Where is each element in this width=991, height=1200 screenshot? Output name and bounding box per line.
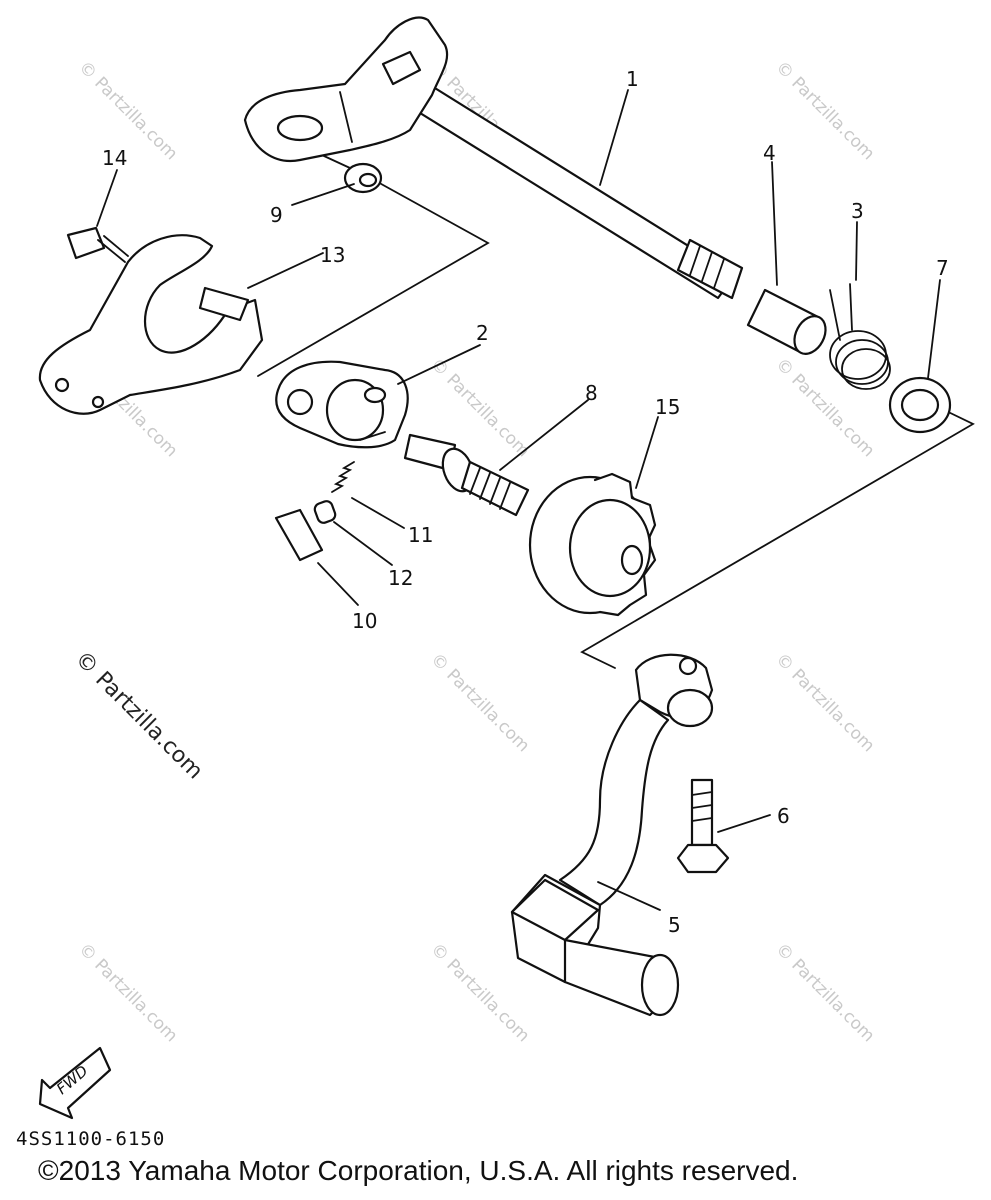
callout-4: 4 (763, 141, 776, 165)
fwd-arrow: FWD (38, 1046, 112, 1120)
part-stud-bolt-8 (403, 433, 530, 517)
part-washer-9 (343, 162, 383, 194)
part-oil-seal-7 (888, 376, 952, 434)
watermarks: © Partzilla.com © Partzilla.com © Partzi… (70, 57, 879, 1046)
watermark: © Partzilla.com (771, 939, 878, 1046)
callout-2: 2 (476, 321, 489, 345)
callout-13: 13 (320, 243, 345, 267)
diagram-code: 4SS1100-6150 (16, 1128, 166, 1150)
callouts: 1 2 3 4 5 6 7 8 9 10 11 12 13 14 15 (102, 67, 949, 937)
callout-5: 5 (668, 913, 681, 937)
callout-3: 3 (851, 199, 864, 223)
watermark: © Partzilla.com (771, 354, 878, 461)
callout-7: 7 (936, 256, 949, 280)
part-torsion-spring-3 (829, 283, 891, 390)
callout-6: 6 (777, 804, 790, 828)
callout-10: 10 (352, 609, 377, 633)
part-plate-10 (274, 508, 324, 562)
copyright-notice: ©2013 Yamaha Motor Corporation, U.S.A. A… (38, 1155, 799, 1186)
watermark: © Partzilla.com (74, 939, 181, 1046)
leader-lines (96, 89, 941, 911)
watermark-prominent: © Partzilla.com (70, 647, 208, 785)
part-shift-shaft (243, 16, 744, 300)
part-shift-cam-15 (528, 472, 657, 617)
part-collar-4 (746, 288, 827, 355)
part-bolt-14 (66, 226, 129, 263)
callout-15: 15 (655, 395, 680, 419)
part-shift-pedal-5 (510, 653, 714, 1017)
part-segment-2 (275, 360, 409, 449)
watermark: © Partzilla.com (771, 649, 878, 756)
callout-12: 12 (388, 566, 413, 590)
callout-8: 8 (585, 381, 598, 405)
part-spring-11 (331, 461, 355, 493)
callout-9: 9 (270, 203, 283, 227)
callout-14: 14 (102, 146, 127, 170)
watermark: © Partzilla.com (771, 57, 878, 164)
watermark: © Partzilla.com (426, 649, 533, 756)
part-stopper-lever-13 (38, 234, 264, 415)
watermark: © Partzilla.com (74, 57, 181, 164)
callout-11: 11 (408, 523, 433, 547)
part-pin-12 (313, 500, 337, 524)
callout-1: 1 (626, 67, 639, 91)
part-bolt-6 (676, 778, 730, 874)
